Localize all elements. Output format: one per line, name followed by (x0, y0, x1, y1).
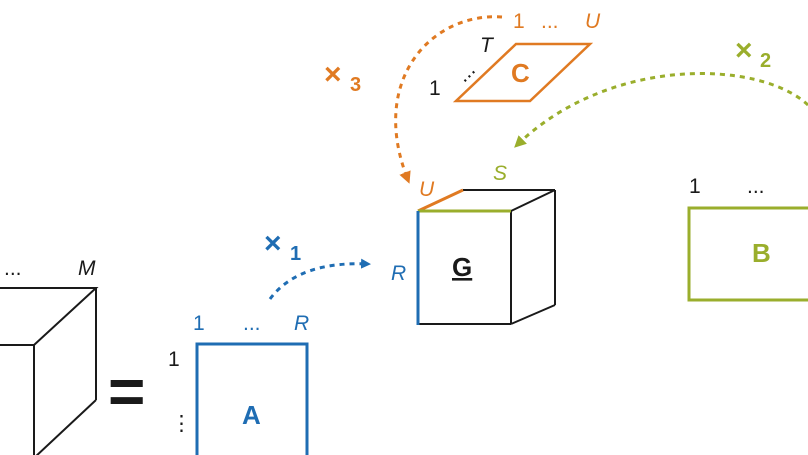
tensor-x: ... M (0, 257, 99, 455)
matrix-a-row-dots: ⋮ (171, 412, 192, 435)
mode-2-arrow (514, 72, 808, 148)
mode-3-index: 3 (350, 74, 361, 96)
matrix-b-label: B (752, 238, 771, 268)
core-g-edge-r-label: R (391, 262, 406, 285)
mode-2-symbol: × (735, 34, 753, 67)
tensor-x-top-dots: ... (4, 257, 22, 280)
mode-2-product: × 2 (514, 34, 808, 148)
matrix-b-box (687, 206, 808, 302)
mode-3-arrow (394, 15, 503, 184)
core-g-mode-u-edge (417, 188, 464, 213)
matrix-c: C 1 ... U 1 ... T (429, 10, 601, 103)
matrix-b-col-dots: ... (747, 175, 765, 198)
core-g-bottom-depth-edge (510, 304, 556, 325)
matrix-c-row-start: 1 (429, 77, 441, 100)
matrix-a-row-start: 1 (168, 348, 180, 371)
matrix-a: A 1 ... R 1 ⋮ (168, 312, 309, 455)
core-g-edge-u-label: U (419, 178, 435, 201)
matrix-c-col-start: 1 (513, 10, 525, 33)
core-tensor-g: G R U S (391, 162, 556, 325)
tensor-x-top-index: M (78, 257, 96, 280)
matrix-c-col-dots: ... (541, 10, 559, 33)
matrix-c-box (452, 42, 594, 103)
mode-1-symbol: × (264, 227, 282, 260)
matrix-a-box (195, 342, 309, 455)
matrix-c-row-end: T (480, 34, 495, 57)
core-g-edge-s-label: S (493, 162, 507, 185)
mode-3-symbol: × (324, 58, 342, 91)
mode-1-index: 1 (290, 243, 301, 265)
matrix-c-col-end: U (585, 10, 601, 33)
matrix-a-col-dots: ... (243, 312, 261, 335)
mode-1-product: × 1 (264, 227, 371, 300)
core-g-label: G (452, 252, 472, 282)
matrix-b-col-start: 1 (689, 175, 701, 198)
matrix-a-col-end: R (294, 312, 309, 335)
equals-sign: = (108, 355, 145, 427)
matrix-c-label: C (511, 58, 530, 88)
tensor-x-top-face (0, 287, 99, 346)
matrix-b: B 1 ... (687, 175, 808, 302)
mode-1-arrow (268, 258, 371, 300)
matrix-a-label: A (242, 400, 261, 430)
core-g-top-right-depth-edge (510, 189, 556, 212)
mode-2-index: 2 (760, 50, 771, 72)
matrix-a-col-start: 1 (193, 312, 205, 335)
mode-3-product: × 3 (324, 15, 503, 184)
tensor-x-bottom-edge (35, 399, 97, 455)
